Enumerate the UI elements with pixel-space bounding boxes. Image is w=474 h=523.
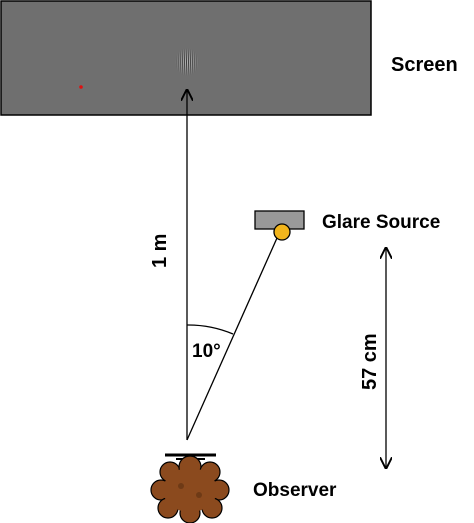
glare-source-label: Glare Source (322, 212, 440, 233)
angle-arc (186, 324, 234, 335)
distance-screen-label: 1 m (149, 234, 171, 268)
angle-label: 10° (192, 341, 221, 362)
glare-lamp-icon (273, 223, 291, 241)
observer-label: Observer (253, 480, 337, 501)
observer-head-icon (150, 453, 230, 523)
glare-line (186, 237, 278, 441)
screen-label: Screen (391, 54, 458, 76)
fixation-dot-icon (79, 85, 83, 89)
distance-glare-label: 57 cm (359, 333, 381, 390)
gabor-grating (172, 44, 202, 80)
